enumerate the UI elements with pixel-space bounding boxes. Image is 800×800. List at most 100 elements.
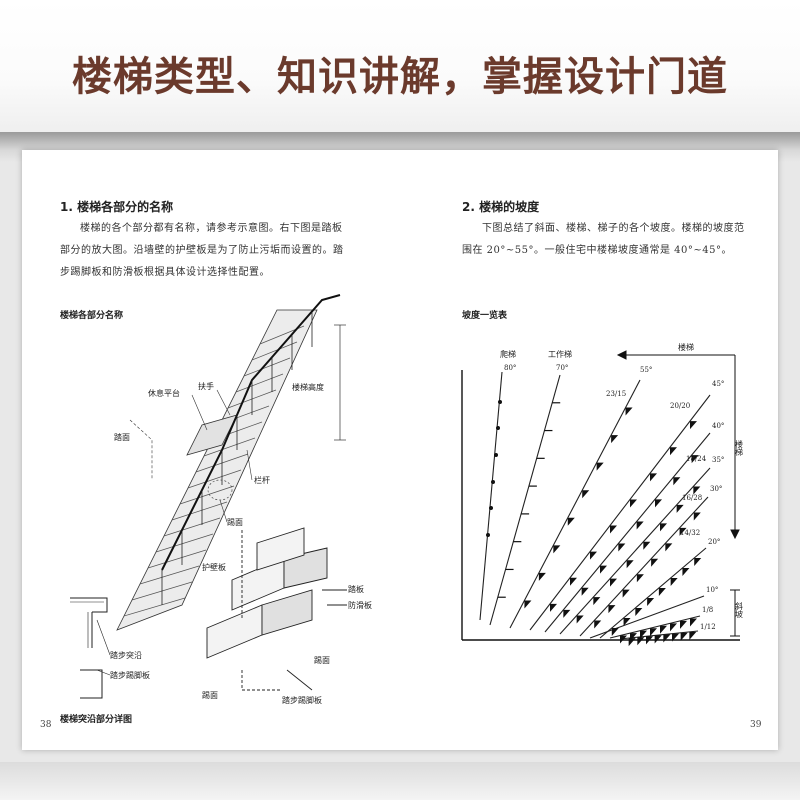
step-tooth bbox=[635, 608, 643, 616]
angle-label-20: 20° bbox=[708, 538, 720, 546]
stair-diagram: 扶手 休息平台 楼梯高度 踏面 栏杆 踢面 护壁板 踏板 防滑板 踢 bbox=[70, 294, 372, 705]
step-tooth bbox=[553, 545, 561, 554]
left-paragraph: 楼梯的各个部分都有名称，请参考示意图。右下图是踏板 部分的放大图。沿墙壁的护壁板… bbox=[60, 218, 390, 284]
step-tooth bbox=[640, 630, 647, 639]
step-tooth bbox=[524, 600, 532, 609]
step-tooth bbox=[680, 632, 688, 641]
ratio-label-1-12: 1/12 bbox=[700, 623, 716, 631]
label-work-ladder-angle: 70° bbox=[556, 364, 568, 372]
label-wainscot: 护壁板 bbox=[202, 562, 226, 572]
step-tooth bbox=[628, 638, 636, 647]
slope-axes bbox=[461, 370, 740, 641]
line-40 bbox=[544, 432, 711, 633]
label-nosing: 踏步突沿 bbox=[110, 650, 142, 660]
step-tooth bbox=[654, 635, 662, 644]
line-55 bbox=[509, 379, 641, 629]
step-tooth bbox=[650, 473, 657, 482]
balusters bbox=[161, 312, 313, 605]
stair-height-dimension bbox=[334, 324, 346, 441]
step-tooth bbox=[625, 407, 633, 416]
step-tooth bbox=[673, 477, 681, 486]
angle-label-10: 10° bbox=[706, 586, 718, 594]
step-tooth bbox=[608, 605, 616, 614]
step-tooth bbox=[563, 609, 571, 618]
label-kickboard: 踏步踢脚板 bbox=[282, 695, 322, 705]
slope-lines bbox=[479, 371, 711, 640]
label-work-ladder: 工作梯 bbox=[548, 349, 572, 359]
ratio-label-20-20: 20/20 bbox=[670, 402, 690, 410]
step-tooth bbox=[550, 603, 557, 612]
ratio-label-16-28: 16/28 bbox=[682, 494, 702, 502]
angle-label-40: 40° bbox=[712, 422, 724, 430]
line-45 bbox=[529, 394, 711, 631]
label-stairs-top: 楼梯 bbox=[678, 342, 694, 352]
step-tooth bbox=[676, 504, 684, 513]
left-section-title: 1. 楼梯各部分的名称 bbox=[60, 200, 174, 214]
angle-label-45: 45° bbox=[712, 380, 724, 388]
step-tooth bbox=[610, 525, 617, 534]
step-tooth bbox=[655, 499, 662, 508]
label-landing: 休息平台 bbox=[148, 388, 180, 398]
step-tooth bbox=[596, 462, 604, 471]
book-spread: 1. 楼梯各部分的名称 楼梯的各个部分都有名称，请参考示意图。右下图是踏板 部分… bbox=[22, 150, 778, 750]
line-70 bbox=[489, 374, 561, 626]
step-tooth bbox=[693, 512, 701, 521]
step-tooth bbox=[660, 523, 667, 532]
step-tooth bbox=[646, 636, 653, 645]
stair-flight bbox=[116, 309, 318, 631]
line-80 bbox=[479, 371, 503, 621]
ratio-label-1-8: 1/8 bbox=[702, 606, 713, 614]
banner-title: 楼梯类型、知识讲解，掌握设计门道 bbox=[72, 53, 728, 100]
step-tooth bbox=[600, 565, 607, 574]
step-tooth bbox=[672, 633, 679, 642]
step-tooth bbox=[670, 578, 678, 586]
step-tooth bbox=[538, 572, 546, 581]
step-tooth bbox=[636, 521, 644, 530]
step-tooth bbox=[581, 587, 589, 596]
page-number-right: 39 bbox=[750, 720, 762, 730]
step-tooth bbox=[670, 623, 677, 632]
slope-bracket bbox=[730, 589, 740, 637]
ladder-rungs bbox=[486, 400, 502, 537]
step-tooth bbox=[658, 588, 666, 596]
label-kickboard-detail: 踏步踢脚板 bbox=[110, 670, 150, 680]
ratio-label-14-32: 14/32 bbox=[680, 529, 700, 537]
angle-label-30: 30° bbox=[710, 485, 722, 493]
step-tooth bbox=[611, 435, 619, 444]
step-tooth bbox=[679, 527, 687, 536]
step-tooth bbox=[610, 578, 617, 587]
step-tooth bbox=[582, 490, 590, 499]
left-paragraph-line: 步踢脚板和防滑板根据具体设计选择性配置。 bbox=[60, 267, 270, 278]
line-30 bbox=[579, 496, 709, 637]
label-riser-bottom: 踢面 bbox=[314, 656, 330, 665]
line-10 bbox=[589, 595, 705, 639]
step-tooth bbox=[576, 615, 584, 624]
step-tooth bbox=[689, 631, 697, 640]
step-tooth bbox=[594, 620, 602, 629]
step-tooth bbox=[663, 634, 671, 643]
label-slope-side: 斜坡 bbox=[735, 601, 744, 619]
step-tooth bbox=[680, 620, 687, 629]
step-tooth bbox=[567, 517, 575, 526]
label-tread: 踏面 bbox=[114, 432, 130, 442]
label-riser: 踢面 bbox=[227, 518, 243, 527]
step-tooth bbox=[626, 560, 634, 569]
step-tooth bbox=[660, 625, 667, 634]
step-tooth bbox=[691, 455, 699, 464]
right-paragraph-line: 围在 20°~55°。一般住宅中楼梯坡度通常是 40°~45°。 bbox=[462, 245, 733, 256]
ratio-label-23-15: 23/15 bbox=[606, 390, 626, 398]
label-tread-board: 踏板 bbox=[348, 584, 364, 594]
step-detail bbox=[206, 527, 347, 691]
step-tooth bbox=[623, 618, 631, 626]
banner: 楼梯类型、知识讲解，掌握设计门道 bbox=[0, 0, 800, 132]
step-tooth bbox=[690, 618, 697, 627]
step-tooth bbox=[670, 447, 677, 456]
step-tooth bbox=[618, 543, 626, 552]
step-tooth bbox=[651, 558, 659, 567]
stairs-bracket bbox=[616, 350, 740, 540]
line-20 bbox=[599, 547, 707, 639]
step-tooth bbox=[590, 551, 597, 560]
step-tooth bbox=[665, 543, 673, 552]
line-35 bbox=[559, 467, 711, 635]
label-stair-height: 楼梯高度 bbox=[292, 382, 324, 392]
